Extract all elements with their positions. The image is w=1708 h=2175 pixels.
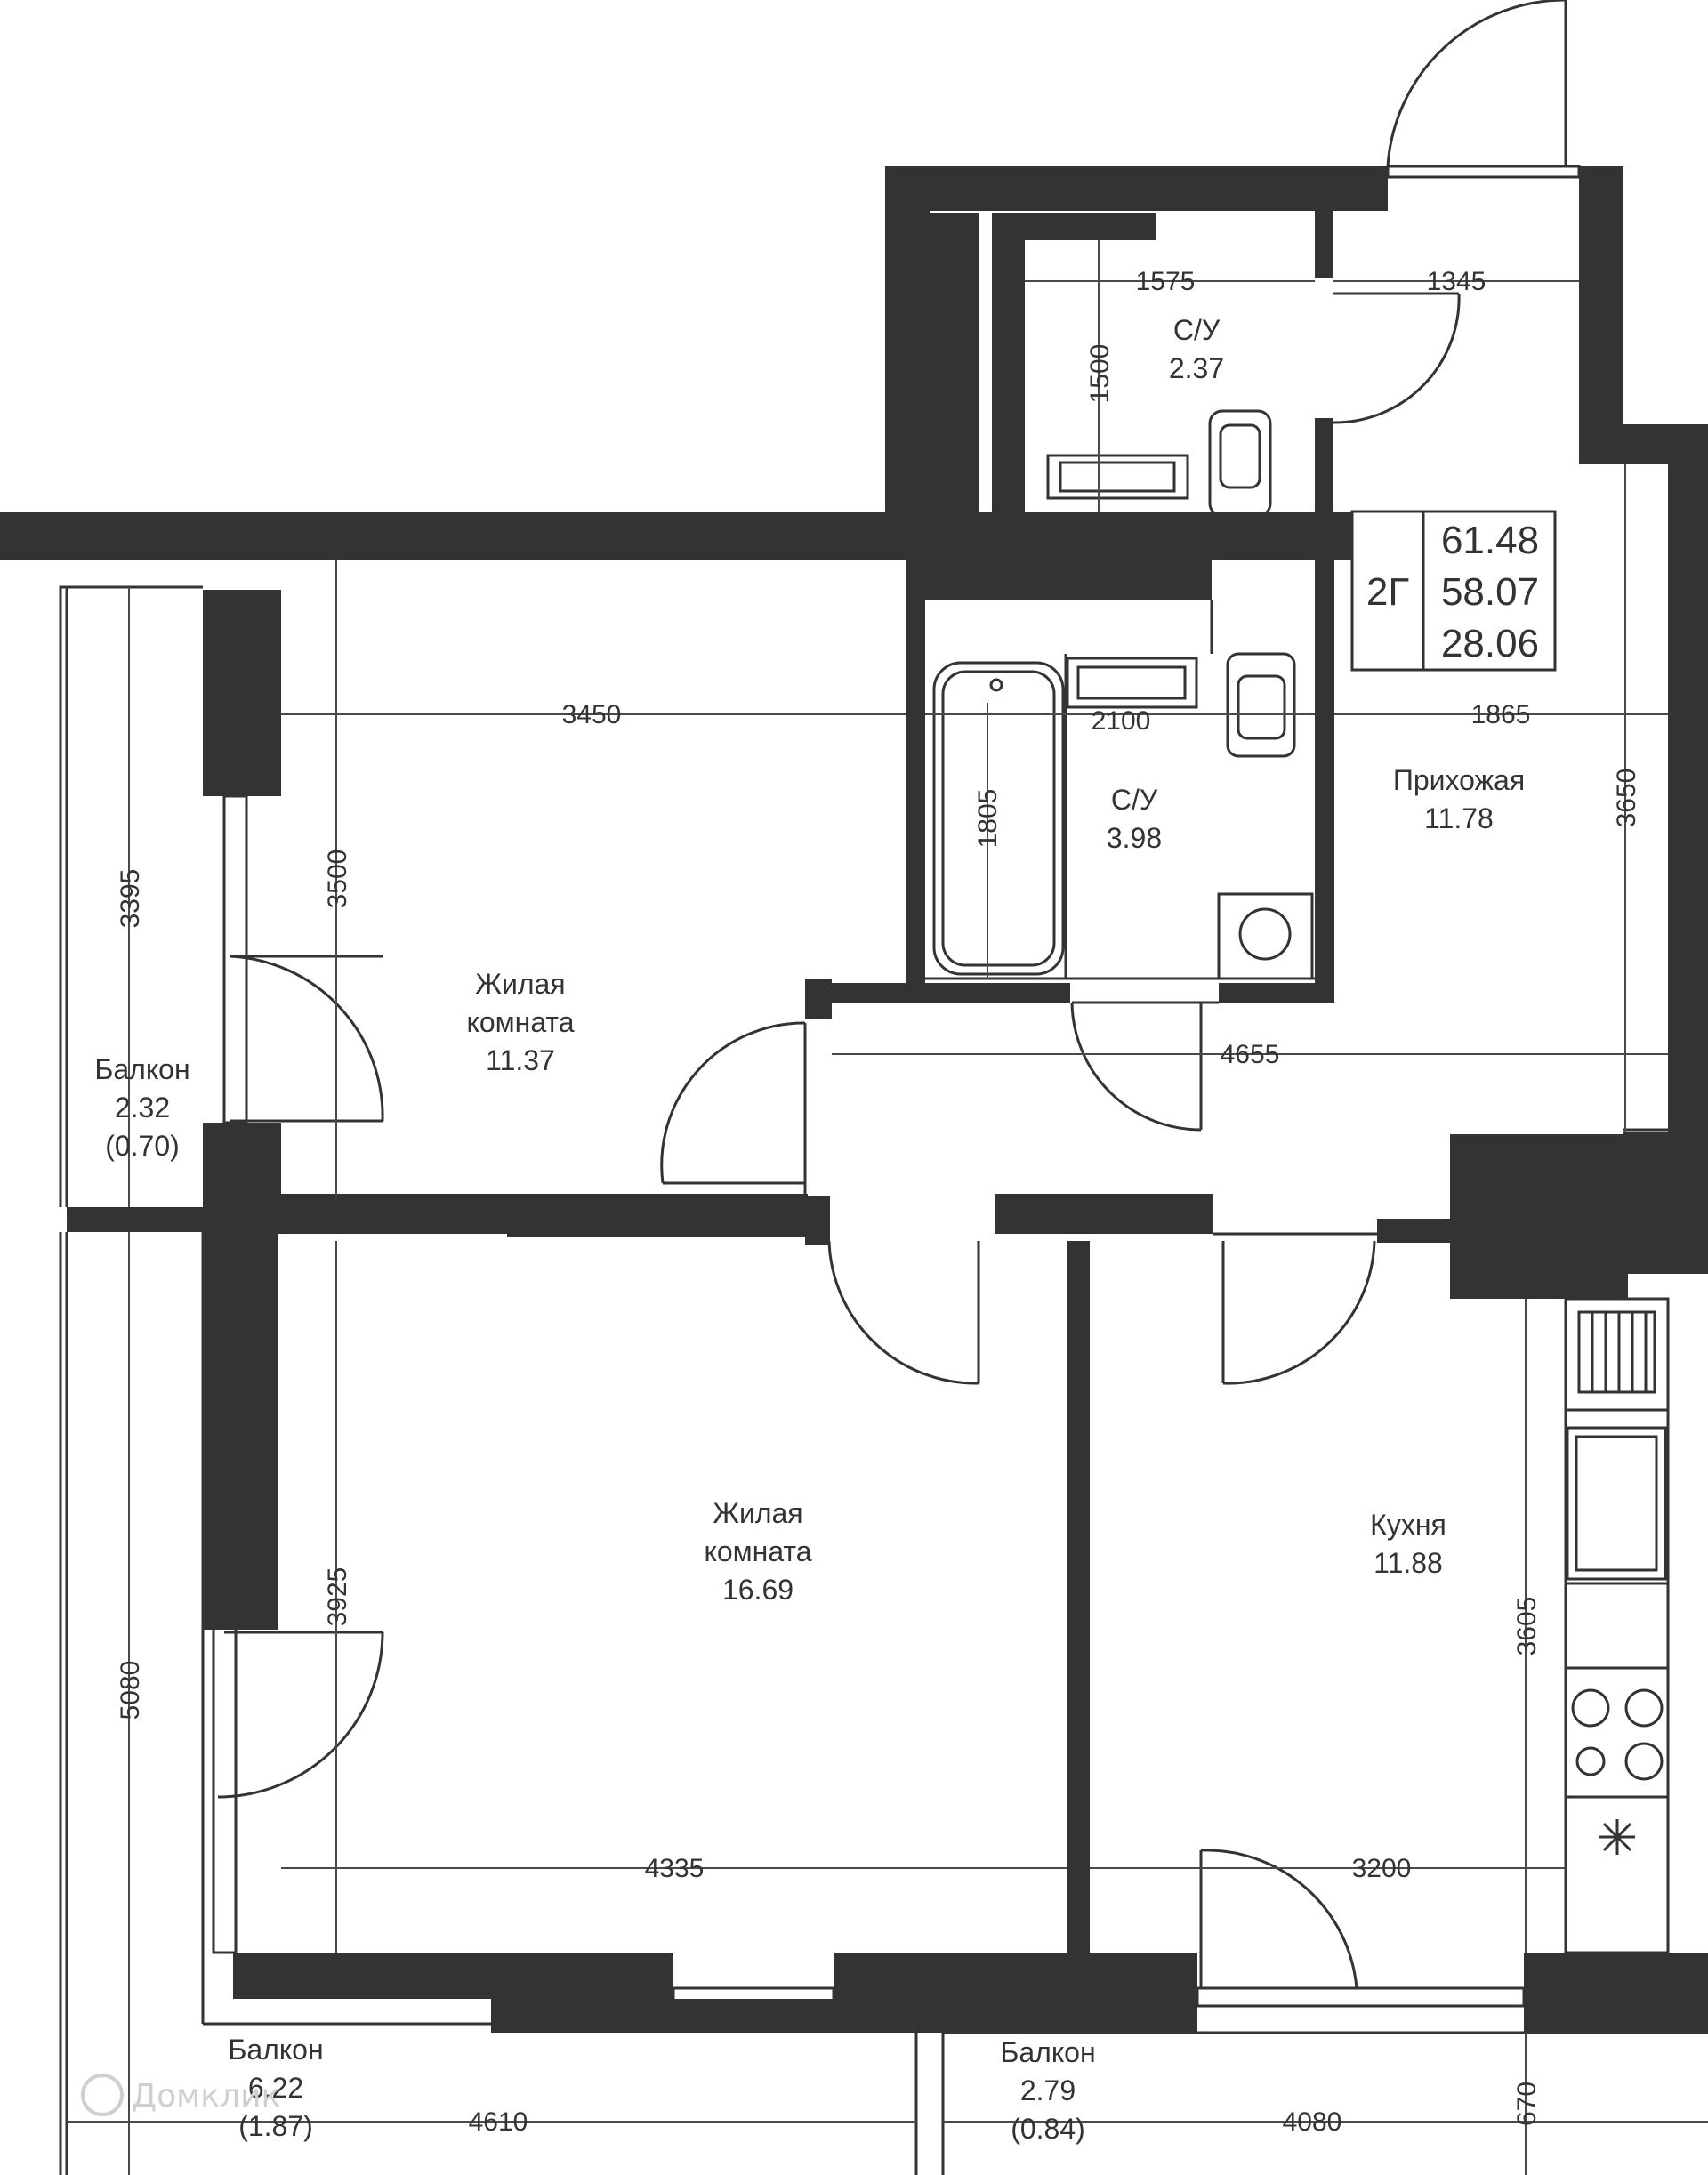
room-sub: (1.87) — [238, 2110, 313, 2142]
room-kitchen: Кухня 11.88 — [1370, 1509, 1446, 1579]
dim-balcony1-height: 3395 — [116, 869, 145, 929]
thin-lines — [59, 0, 1708, 2175]
dim-hall-width: 1865 — [1471, 700, 1531, 729]
dim-balcony2-width: 4610 — [469, 2107, 528, 2137]
total-area: 61.48 — [1441, 519, 1539, 562]
room-wc1: С/У 2.37 — [1169, 314, 1224, 384]
dim-kitchen-width: 3200 — [1352, 1854, 1412, 1883]
room-name: С/У — [1173, 314, 1221, 346]
room-name: С/У — [1111, 784, 1158, 816]
dimension-lines — [67, 240, 1708, 2175]
room-name: Балкон — [228, 2034, 323, 2066]
room-labels: С/У 2.37 С/У 3.98 Прихожая 11.78 Жилая к… — [94, 314, 1525, 2145]
dim-wc2-height: 1805 — [973, 789, 1003, 849]
living-area: 28.06 — [1441, 622, 1539, 665]
room-balcony3: Балкон 2.79 (0.84) — [1000, 2036, 1095, 2145]
dim-balcony3-width: 4080 — [1283, 2107, 1342, 2137]
room-living2: Жилая комната 16.69 — [704, 1497, 811, 1606]
room-area: 3.98 — [1107, 822, 1162, 854]
room-area: 11.78 — [1424, 802, 1494, 834]
room-wc2: С/У 3.98 — [1107, 784, 1162, 854]
room-living1: Жилая комната 11.37 — [466, 968, 574, 1076]
room-balcony1: Балкон 2.32 (0.70) — [94, 1053, 189, 1162]
room-name-line2: комната — [466, 1006, 574, 1038]
watermark-text: Домклик — [132, 2078, 280, 2115]
dim-wc1-width: 1575 — [1136, 267, 1196, 296]
room-area: 2.37 — [1169, 352, 1224, 384]
room-name-line2: комната — [704, 1535, 811, 1567]
dim-living2-height: 3925 — [323, 1567, 352, 1627]
dim-balcony2-height: 5080 — [116, 1661, 145, 1720]
room-name: Балкон — [94, 1053, 189, 1085]
room-area: 2.79 — [1020, 2074, 1076, 2107]
dim-living2-width: 4335 — [645, 1854, 705, 1883]
summary-box: 2Г 61.48 58.07 28.06 — [1350, 510, 1557, 672]
room-name: Кухня — [1370, 1509, 1446, 1541]
room-sub: (0.70) — [105, 1130, 180, 1162]
room-name-line1: Жилая — [713, 1497, 802, 1529]
room-sub: (0.84) — [1011, 2113, 1085, 2145]
watermark: Домклик — [81, 2074, 280, 2116]
dim-corridor-width: 4655 — [1221, 1040, 1280, 1069]
living-area-total: 58.07 — [1441, 570, 1539, 614]
room-area: 2.32 — [115, 1092, 170, 1124]
room-name-line1: Жилая — [475, 968, 565, 1000]
room-name: Прихожая — [1393, 764, 1525, 796]
walls — [0, 166, 1708, 2033]
room-area: 6.22 — [248, 2072, 303, 2104]
room-name: Балкон — [1000, 2036, 1095, 2068]
room-hall: Прихожая 11.78 — [1393, 764, 1525, 834]
apartment-type: 2Г — [1366, 570, 1409, 614]
dim-kitchen-height: 3605 — [1512, 1597, 1542, 1656]
fixtures — [932, 409, 1670, 1954]
dim-wc1-height: 1500 — [1085, 344, 1115, 404]
dim-hall-height: 3650 — [1612, 769, 1641, 828]
dim-hall-top-width: 1345 — [1427, 267, 1486, 296]
room-area: 16.69 — [722, 1574, 794, 1606]
room-area: 11.37 — [486, 1044, 555, 1076]
dim-living1-width: 3450 — [562, 700, 622, 729]
dimension-labels: 1575 1345 1500 3450 2100 1865 3650 1805 … — [116, 267, 1641, 2137]
dim-wc2-width: 2100 — [1092, 706, 1151, 736]
room-area: 11.88 — [1374, 1547, 1443, 1579]
dim-balcony3-height: 670 — [1512, 2082, 1542, 2126]
room-balcony2: Балкон 6.22 (1.87) — [228, 2034, 323, 2142]
dim-living1-height: 3500 — [323, 850, 352, 909]
